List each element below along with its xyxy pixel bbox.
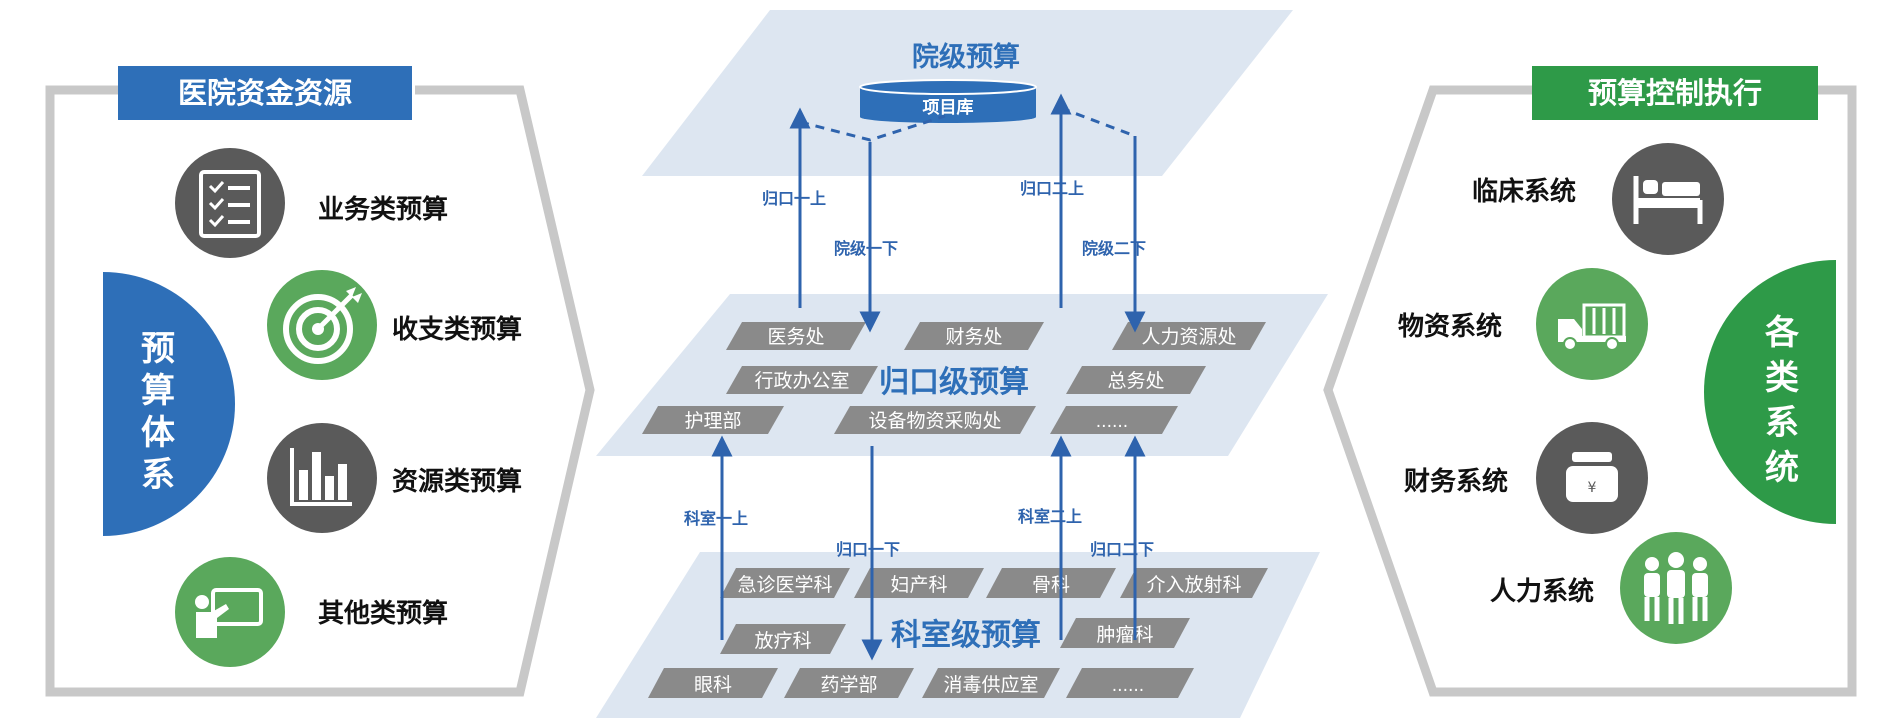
dept-tags: 急诊医学科 妇产科 骨科 介入放射科 放疗科 肿瘤科 眼科 药学部 消毒供应室 … <box>648 568 1268 698</box>
dept-tag <box>1120 568 1268 598</box>
dashed-connector-left <box>799 114 946 142</box>
presentation-icon <box>175 557 285 667</box>
dept-tag <box>922 668 1060 698</box>
central-tag-label: ...... <box>1096 412 1128 432</box>
label-up2-top: 归口二上 <box>1020 179 1084 198</box>
central-tag <box>904 322 1044 350</box>
dept-tag-label: 骨科 <box>1032 574 1070 596</box>
left-tab-char-3: 体 <box>141 413 175 453</box>
central-tag <box>1112 322 1266 350</box>
central-tag <box>834 406 1036 434</box>
left-panel: 医院资金资源 预 算 体 系 业务类预算 收支类预算 <box>45 66 595 697</box>
left-tab <box>103 272 235 536</box>
label-up2-bottom: 科室二上 <box>1018 507 1082 526</box>
left-item-label-3: 资源类预算 <box>392 466 522 497</box>
central-tag-label: 总务处 <box>1107 370 1164 392</box>
right-tab <box>1704 260 1836 524</box>
target-icon <box>267 270 377 380</box>
bar-chart-icon <box>267 423 377 533</box>
right-item-label-4: 人力系统 <box>1490 576 1594 607</box>
central-tag <box>642 406 784 434</box>
dept-tag <box>986 568 1116 598</box>
right-tab-char-4: 统 <box>1765 448 1799 488</box>
central-tags: 医务处 财务处 人力资源处 行政办公室 总务处 护理部 设备物资采购处 ....… <box>642 322 1266 434</box>
dept-tag-label: 消毒供应室 <box>943 674 1038 696</box>
right-title-box <box>1532 66 1818 120</box>
dashed-connector-right <box>1060 106 1136 138</box>
central-tag-label: 护理部 <box>684 410 741 432</box>
left-title-box <box>118 66 412 120</box>
hospital-level-title: 院级预算 <box>912 41 1020 73</box>
central-tag <box>726 366 878 394</box>
central-tag-label: 设备物资采购处 <box>868 410 1001 432</box>
left-item-label-4: 其他类预算 <box>318 598 448 629</box>
left-frame <box>45 85 595 697</box>
dept-tag-label: 放疗科 <box>754 630 811 652</box>
dept-tag <box>1060 618 1190 648</box>
dept-tag-label: 妇产科 <box>890 574 947 596</box>
label-down2-top: 院级二下 <box>1082 239 1146 258</box>
right-tab-char-1: 各 <box>1765 313 1800 353</box>
center-diagram: 院级预算 项目库 归口级预算 科室级预算 医务处 财务处 人力资源处 行政办公室… <box>596 10 1328 718</box>
right-panel: 预算控制执行 各 类 系 统 临床系统 物资系统 财务系统 <box>1323 66 1857 697</box>
dept-tag-label: 眼科 <box>694 674 732 696</box>
right-title: 预算控制执行 <box>1588 76 1762 110</box>
right-tab-char-3: 系 <box>1765 403 1799 443</box>
dept-tag-label: ...... <box>1112 676 1144 696</box>
right-tab-char-2: 类 <box>1765 358 1799 398</box>
central-tag <box>1066 366 1206 394</box>
people-icon <box>1620 532 1732 644</box>
left-tab-char-4: 系 <box>141 455 175 495</box>
bed-icon <box>1612 143 1724 255</box>
dept-tag <box>720 568 850 598</box>
database-icon <box>859 79 1037 123</box>
dept-tag <box>648 668 778 698</box>
central-tag <box>1050 406 1178 434</box>
right-item-label-1: 临床系统 <box>1472 176 1576 207</box>
label-down1-top: 院级一下 <box>834 239 898 258</box>
right-item-label-2: 物资系统 <box>1398 311 1502 342</box>
truck-icon <box>1536 268 1648 380</box>
central-level-title: 归口级预算 <box>879 365 1029 400</box>
dept-tag <box>854 568 984 598</box>
central-tag <box>726 322 866 350</box>
dept-tag-label: 肿瘤科 <box>1096 624 1153 646</box>
dept-level-title: 科室级预算 <box>891 618 1041 653</box>
label-up1-bottom: 科室一上 <box>684 509 748 528</box>
money-bag-icon: ¥ <box>1536 422 1648 534</box>
label-down1-bottom: 归口一下 <box>836 540 900 559</box>
dept-tag-label: 药学部 <box>820 674 877 696</box>
dept-tag <box>1066 668 1194 698</box>
left-item-label-1: 业务类预算 <box>318 194 448 225</box>
left-item-label-2: 收支类预算 <box>392 314 522 345</box>
left-tab-char-2: 算 <box>141 371 175 411</box>
checklist-icon <box>175 148 285 258</box>
svg-text:¥: ¥ <box>1588 480 1597 496</box>
dept-tag <box>784 668 914 698</box>
dept-tag-label: 急诊医学科 <box>737 574 832 596</box>
central-tag-label: 医务处 <box>767 326 824 348</box>
central-tag-label: 行政办公室 <box>754 370 849 392</box>
right-item-label-3: 财务系统 <box>1404 466 1508 497</box>
dept-tag <box>720 624 846 654</box>
label-down2-bottom: 归口二下 <box>1090 540 1154 559</box>
label-up1-top: 归口一上 <box>762 189 826 208</box>
left-tab-char-1: 预 <box>141 329 175 369</box>
central-tag-label: 人力资源处 <box>1141 326 1236 348</box>
right-frame <box>1323 85 1857 697</box>
central-tag-label: 财务处 <box>945 326 1002 348</box>
left-title: 医院资金资源 <box>178 76 352 110</box>
db-label: 项目库 <box>923 97 974 118</box>
dept-tag-label: 介入放射科 <box>1146 574 1241 596</box>
